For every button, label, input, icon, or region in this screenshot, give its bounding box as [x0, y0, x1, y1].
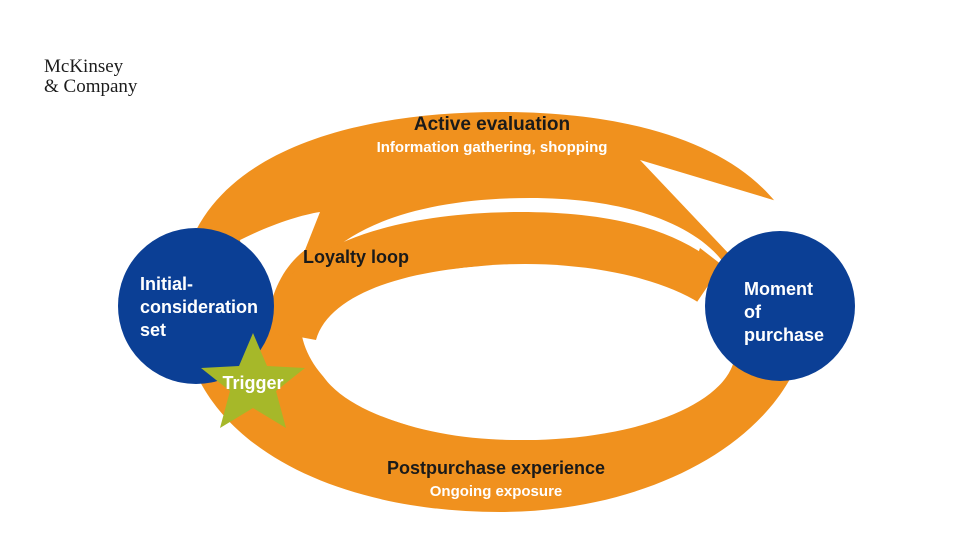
moment-of-purchase-line-2: of: [744, 302, 762, 322]
initial-consideration-line-3: set: [140, 320, 166, 340]
loyalty-loop-band: [262, 212, 715, 340]
active-evaluation-title: Active evaluation: [414, 114, 570, 135]
active-evaluation-subtitle: Information gathering, shopping: [377, 139, 608, 156]
mckinsey-logo: McKinsey & Company: [44, 57, 137, 97]
loyalty-loop-label: Loyalty loop: [303, 247, 409, 267]
inner-hole: [315, 264, 735, 440]
logo-line-2: & Company: [44, 76, 138, 97]
initial-consideration-line-2: consideration: [140, 297, 258, 317]
moment-of-purchase-circle: [705, 231, 855, 381]
upper-arc-gap: [640, 160, 800, 255]
moment-of-purchase-line-1: Moment: [744, 279, 813, 299]
trigger-star: [201, 333, 305, 428]
initial-consideration-circle: [118, 228, 274, 384]
trigger-label: Trigger: [222, 373, 283, 393]
outer-orange-ring: [180, 112, 811, 512]
logo-line-1: McKinsey: [44, 56, 124, 77]
moment-of-purchase-line-3: purchase: [744, 325, 824, 345]
postpurchase-title: Postpurchase experience: [387, 458, 605, 478]
initial-consideration-line-1: Initial-: [140, 274, 193, 294]
postpurchase-subtitle: Ongoing exposure: [430, 483, 563, 500]
loyalty-loop-arrow-tip: [683, 248, 722, 305]
